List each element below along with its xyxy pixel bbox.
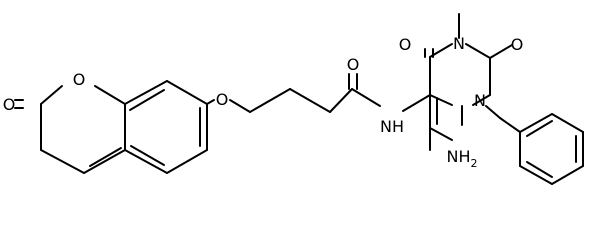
pyrimidine-right-oxygen: O [511,35,524,54]
atom-labels: O O O O NH O N O N NH2 [3,34,524,170]
coumarin-carbonyl-oxygen: O [3,95,16,114]
coumarin-ring-oxygen: O [73,70,86,89]
pyrimidine-top-oxygen: O [399,35,412,54]
amino-nh: NH [447,147,471,166]
coumarin-bonds [14,80,208,174]
linker-bonds [206,73,431,113]
structure-svg: O O O O NH O N O N NH2 [3,13,584,185]
amino-subscript: 2 [471,157,478,170]
pyrimidine-methyl-nitrogen: N [453,34,465,53]
molecule-structure: O O O O NH O N O N NH2 [3,13,584,185]
amino-group: NH2 [447,147,478,170]
amide-nitrogen: NH [380,117,404,136]
ether-oxygen: O [216,90,229,109]
pyrimidine-phenyl-nitrogen: N [474,91,486,110]
pyrimidine-bonds [424,13,513,151]
amide-oxygen: O [347,55,360,74]
phenyl-bonds [485,105,584,185]
